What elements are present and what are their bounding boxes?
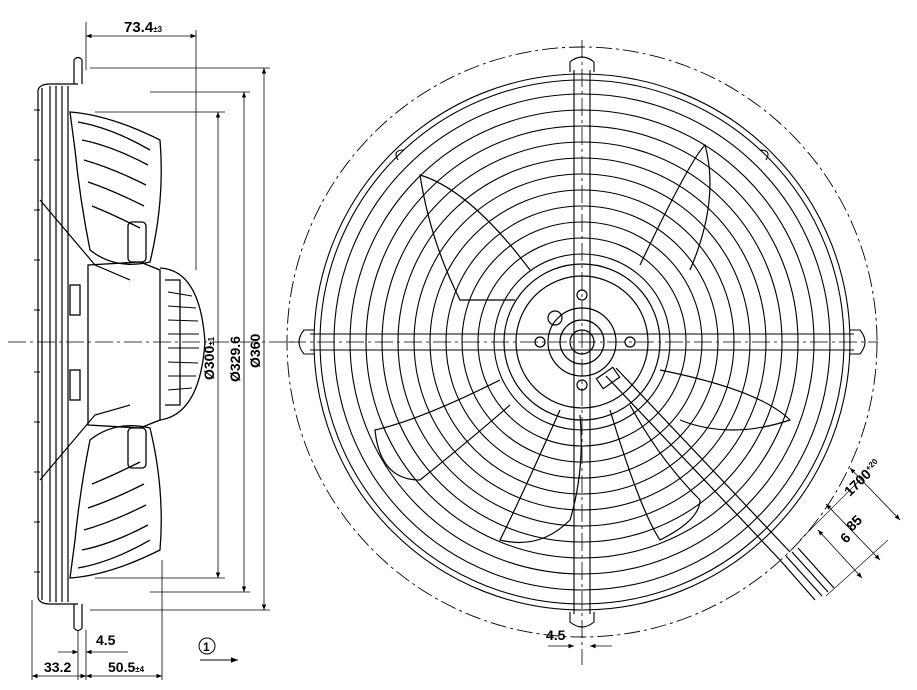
side-d300-dim: Ø300	[201, 346, 217, 380]
svg-text:50.5±4: 50.5±4	[108, 659, 145, 675]
flow-marker-circle	[198, 637, 216, 655]
front-view: 4.5 1700+20 85 6	[286, 40, 901, 665]
side-d300-tol: ±1	[207, 336, 216, 345]
side-505-tol: ±4	[135, 665, 144, 674]
svg-text:1700+20: 1700+20	[841, 456, 884, 499]
side-d360-dim: Ø360	[247, 334, 263, 368]
side-blades	[69, 111, 162, 579]
side-332-dim: 33.2	[44, 659, 71, 675]
side-45-dim: 4.5	[96, 632, 116, 648]
front-cable	[605, 367, 835, 601]
side-view: 73.4±3 Ø300±1 Ø329.6 Ø360 4.5 33.2 50.5±…	[8, 19, 300, 680]
svg-text:73.4±3: 73.4±3	[124, 19, 163, 36]
side-depth-tol: ±3	[153, 25, 162, 34]
flow-marker-label: 1	[203, 640, 210, 654]
side-guard	[34, 56, 131, 632]
side-505-dim: 50.5	[108, 659, 135, 675]
front-hub	[503, 263, 661, 421]
front-45-dim: 4.5	[546, 627, 566, 643]
front-guard	[298, 56, 866, 628]
svg-text:Ø300±1: Ø300±1	[201, 336, 217, 380]
side-motor	[69, 261, 206, 429]
strip-85-dim: 85	[843, 512, 865, 534]
side-depth-dim: 73.4	[124, 19, 154, 36]
front-blades	[374, 143, 792, 544]
side-d329-dim: Ø329.6	[227, 336, 243, 382]
